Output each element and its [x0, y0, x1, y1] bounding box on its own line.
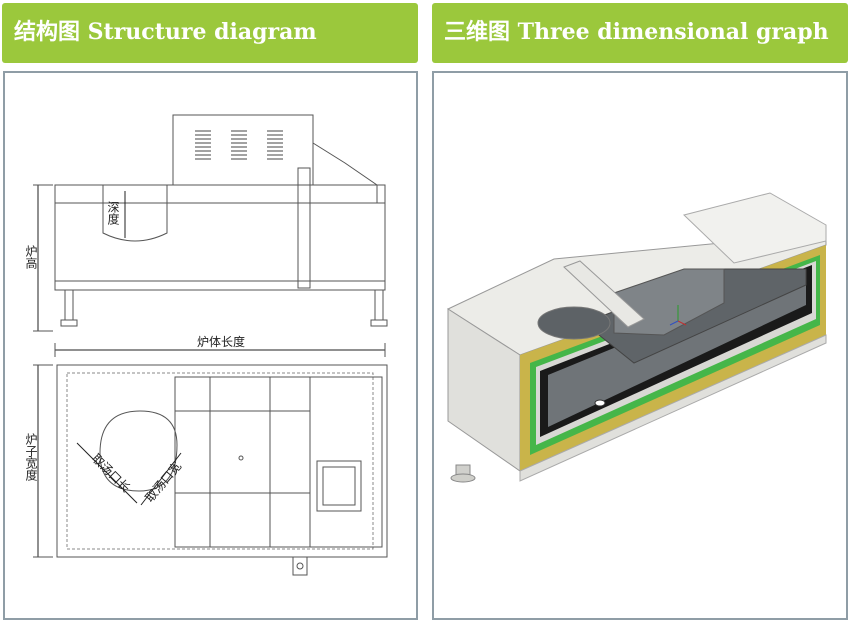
left-foot: [64, 289, 74, 321]
structure-drawing: 深度 炉高 炉体长度 炉子宽度 取汤口长 取汤口宽: [24, 114, 388, 576]
ladle-opening-plan: [99, 410, 178, 492]
ladle-opening-length-label: 取汤口长: [89, 451, 133, 495]
furnace-3d-render: [446, 192, 827, 483]
burner-box: [316, 460, 362, 512]
furnace-width-label: 炉子宽度: [24, 433, 38, 481]
control-box: [172, 114, 314, 186]
furnace-body-side: [54, 184, 386, 291]
ladle-opening-side: [102, 185, 168, 242]
structure-diagram-header: 结构图 Structure diagram: [2, 3, 418, 63]
three-dimensional-graph-header: 三维图 Three dimensional graph: [432, 3, 848, 63]
end-cover: [683, 192, 827, 264]
furnace-height-label: 炉高: [24, 245, 38, 270]
furnace-body-length-label: 炉体长度: [197, 334, 245, 349]
depth-label: 深度: [106, 201, 120, 225]
structure-diagram-panel: 深度 炉高 炉体长度 炉子宽度 取汤口长 取汤口宽: [3, 71, 418, 620]
drain-outlet: [292, 556, 308, 576]
three-dimensional-panel: [432, 71, 848, 620]
slanted-cover: [312, 142, 378, 204]
ladle-opening-width-label: 取汤口宽: [142, 459, 184, 505]
furnace-plan-view: [56, 364, 388, 558]
cross-beam: [563, 260, 645, 328]
ladle-hole: [537, 306, 611, 340]
pipe: [297, 167, 311, 289]
right-foot: [374, 289, 384, 321]
vent-grilles: [195, 130, 283, 160]
